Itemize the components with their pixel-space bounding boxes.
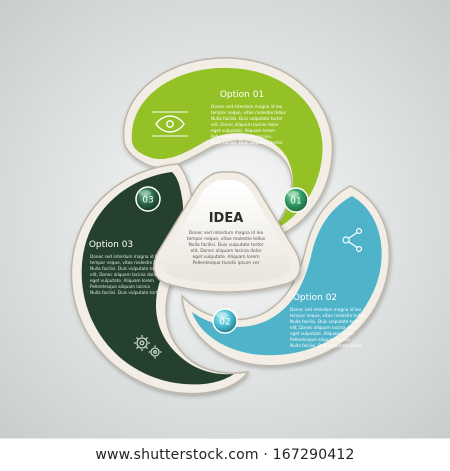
footer-bar: www.shutterstock.com · 167290412 xyxy=(0,438,450,471)
center-line: tempor neque, vitae molestie tellus xyxy=(187,236,266,242)
option3-line: elit, Donec aliquam lacinia dolor xyxy=(90,272,158,277)
option2-line: elit, Donec aliquam lacinia dolor xyxy=(290,325,358,330)
option3-line: Pellentesque aliquam lacinia xyxy=(90,284,150,289)
option3-badge[interactable]: 03 xyxy=(135,186,161,212)
share-icon xyxy=(342,228,363,253)
option3-line: tempor neque, vitae molestie tellus xyxy=(90,260,165,265)
option3-line: Donec sed interdum magna id leo xyxy=(90,254,162,259)
center-title: IDEA xyxy=(209,211,244,226)
center-line: Pellentesque tiusdis ipsum ver xyxy=(192,260,259,266)
center-triangle xyxy=(153,171,301,293)
option3-title: Option 03 xyxy=(89,240,133,250)
option2-line: tempor neque, vitae molestie tellus xyxy=(290,313,365,318)
option2-line: eget vulputate. Aliquam lorem xyxy=(290,331,354,336)
option1-badge-label: 01 xyxy=(290,197,301,207)
option2-badge-label: 02 xyxy=(219,318,230,328)
option2-title: Option 02 xyxy=(293,293,337,303)
eye-icon xyxy=(152,111,188,137)
center-line: Nulla facilisi. Duis vulputate tortor xyxy=(188,242,263,248)
option2-line: Pellentesque aliquam lacinia xyxy=(290,337,350,342)
option2-line: Nulla facilisi. Duis vulputate tortor xyxy=(290,343,362,348)
option3-line: Nulla facilisi. Duis vulputate tortor xyxy=(90,290,162,295)
gears-icon xyxy=(134,335,162,359)
option1-line: elit, Donec aliquam lacinia dolor xyxy=(211,122,279,127)
option3-line: eget vulputate. Aliquam lorem xyxy=(90,278,154,283)
center-text-block: Donec sed interdum magna id leo tempor n… xyxy=(187,230,266,266)
option2-line: Donec sed interdum magna id leo xyxy=(290,307,362,312)
option2-text-block: Donec sed interdum magna id leo tempor n… xyxy=(290,307,365,348)
option1-badge[interactable]: 01 xyxy=(283,187,309,213)
center-line: elit, Donec aliquam lacinia dolor xyxy=(191,248,262,254)
option1-line: Nulla facilisi. Duis vulputate tortor xyxy=(211,116,283,121)
option2-badge[interactable]: 02 xyxy=(212,308,238,334)
option1-line: Donec sed interdum magna id leo xyxy=(211,104,283,109)
cycle-diagram: IDEA Donec sed interdum magna id leo tem… xyxy=(0,0,450,438)
center-line: eget vulputate. Aliquam lorem xyxy=(192,254,259,260)
option3-text-block: Donec sed interdum magna id leo tempor n… xyxy=(90,254,165,295)
option2-line: Nulla facilisi. Duis vulputate tortor xyxy=(290,319,362,324)
option3-line: Nulla facilisi. Duis vulputate tortor xyxy=(90,266,162,271)
footer-watermark: www.shutterstock.com · 167290412 xyxy=(95,447,355,463)
center-line: Donec sed interdum magna id leo xyxy=(189,230,264,236)
option1-line: tempor neque, vitae molestie tellus xyxy=(211,110,286,115)
option1-line: Pellentesque aliquam lacinia xyxy=(211,134,271,139)
option1-line: Nulla facilisi. Duis vulputate tortor xyxy=(211,140,283,145)
option3-badge-label: 03 xyxy=(142,196,153,206)
option1-text-block: Donec sed interdum magna id leo tempor n… xyxy=(211,104,286,145)
option1-title: Option 01 xyxy=(220,90,264,100)
option1-line: eget vulputate. Aliquam lorem xyxy=(211,128,275,133)
